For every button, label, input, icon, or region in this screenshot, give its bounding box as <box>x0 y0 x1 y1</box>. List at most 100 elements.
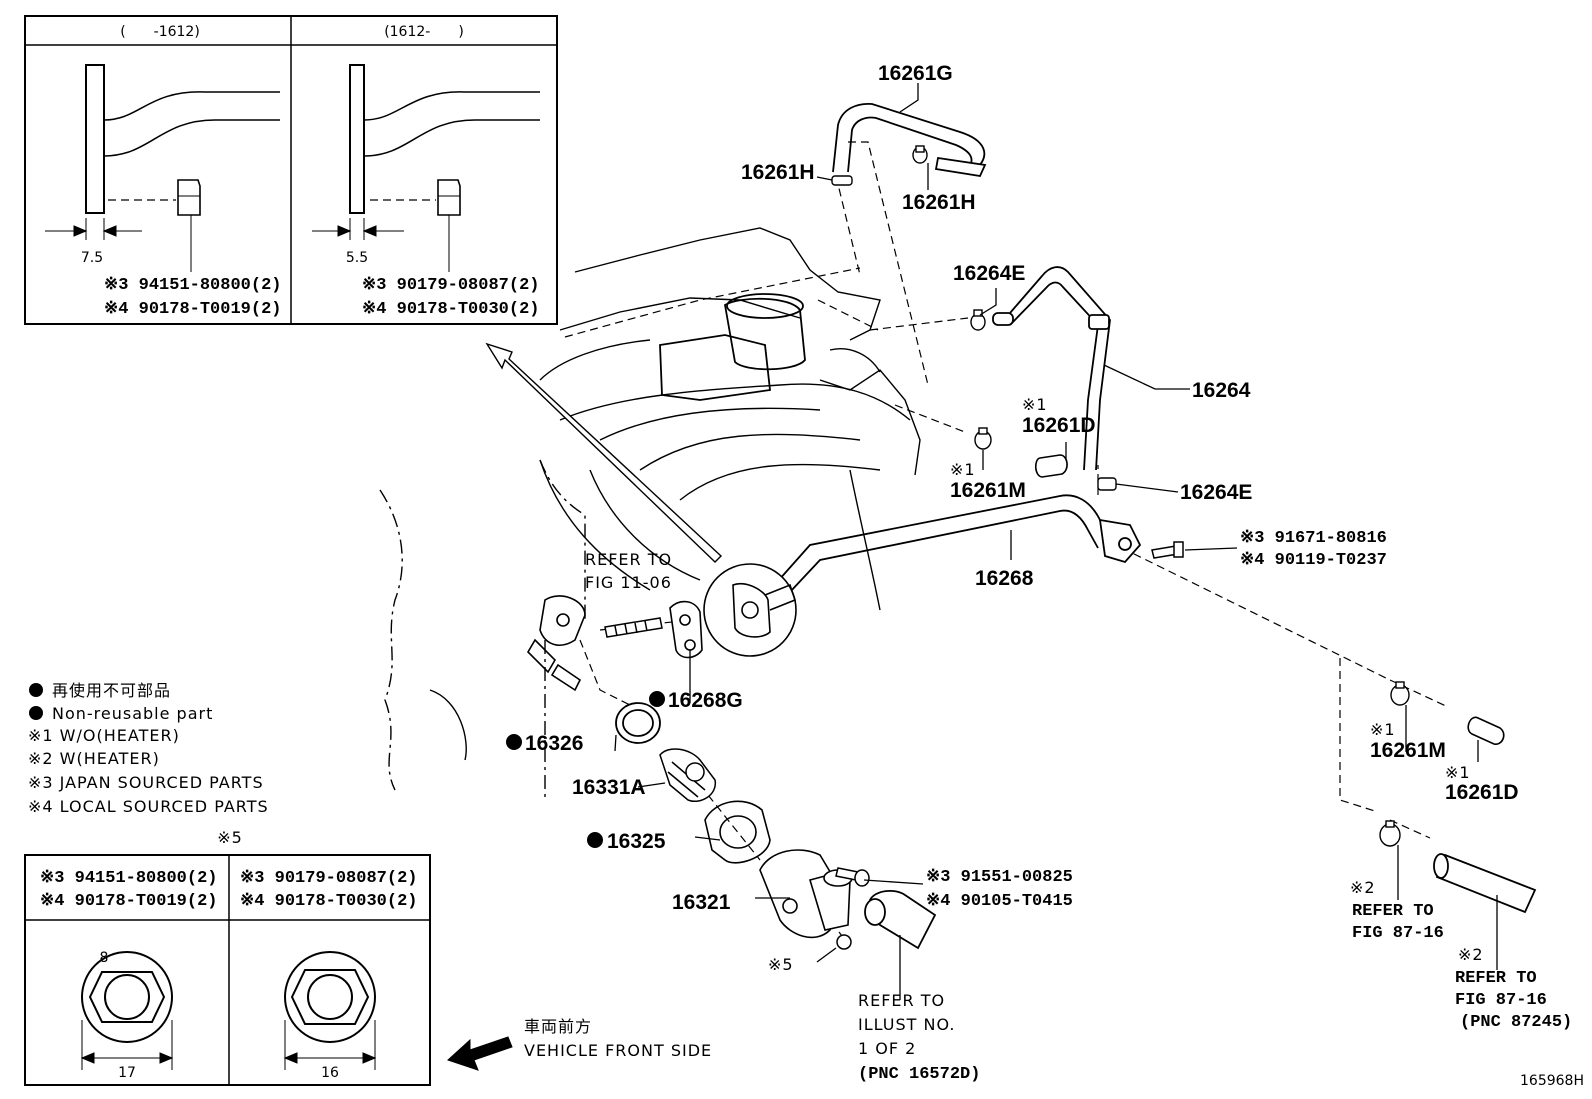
gasket-16268G <box>669 600 703 659</box>
inset-top-right-part-japan: ※3 90179-08087(2) <box>362 276 539 295</box>
label-illust-line4: (PNC 16572D) <box>858 1065 980 1084</box>
inset-bottom-marker: ※5 <box>217 828 243 847</box>
label-16261D-mark: ※1 <box>1022 395 1048 414</box>
legend-note-2: ※2 W(HEATER) <box>28 749 160 768</box>
label-16261M: 16261M <box>950 479 1026 502</box>
label-bolt-japan: ※3 91671-80816 <box>1240 529 1387 548</box>
inset-bottom-right-part-local: ※4 90178-T0030(2) <box>240 892 417 911</box>
legend-nonreusable-en: Non-reusable part <box>52 704 213 723</box>
vehicle-front-en: VEHICLE FRONT SIDE <box>524 1041 712 1060</box>
label-illust-line2: ILLUST NO. <box>858 1015 955 1034</box>
label-mark-5: ※5 <box>768 955 794 974</box>
label-16268G: 16268G <box>668 689 743 712</box>
legend-nonreusable-jp: 再使用不可部品 <box>52 681 171 700</box>
inset-top-left-part-japan: ※3 94151-80800(2) <box>104 276 281 295</box>
label-right-16261D-mark: ※1 <box>1445 763 1471 782</box>
dim-16: 16 <box>321 1065 339 1081</box>
label-right-16261M: 16261M <box>1370 739 1446 762</box>
nonreusable-16268G-icon <box>649 691 665 707</box>
label-16331A: 16331A <box>572 776 646 799</box>
inset-bottom-left-part-local: ※4 90178-T0019(2) <box>40 892 217 911</box>
stud-bolt <box>604 617 663 638</box>
label-refer87b-line1: REFER TO <box>1455 969 1537 988</box>
bullet-icon <box>29 706 43 720</box>
legend-note-1: ※1 W/O(HEATER) <box>28 726 180 745</box>
legend-note-4: ※4 LOCAL SOURCED PARTS <box>28 797 269 816</box>
dim-17: 17 <box>118 1065 136 1081</box>
label-screw-japan: ※3 91551-00825 <box>926 868 1073 887</box>
label-16261M-mark: ※1 <box>950 460 976 479</box>
cap-16261D-lower <box>1467 716 1505 745</box>
label-illust-line3: 1 OF 2 <box>858 1039 916 1058</box>
hose-16264 <box>992 266 1111 471</box>
label-16321: 16321 <box>672 891 731 914</box>
label-16264: 16264 <box>1192 379 1251 402</box>
heater-hose-b <box>1433 853 1537 914</box>
hose-refer-illust <box>864 889 937 950</box>
dim-8: 8 <box>100 950 109 966</box>
inset-bottom-left-part-japan: ※3 94151-80800(2) <box>40 869 217 888</box>
label-16261H-a: 16261H <box>741 161 815 184</box>
leader-lines <box>614 83 1498 1000</box>
inset-top-left-part-local: ※4 90178-T0019(2) <box>104 300 281 319</box>
label-16264E-a: 16264E <box>953 262 1025 285</box>
label-16261D: 16261D <box>1022 414 1096 437</box>
label-illust-line1: REFER TO <box>858 991 945 1010</box>
gasket-16326 <box>615 702 661 744</box>
cap-16261D-upper <box>1034 454 1068 478</box>
label-16261G: 16261G <box>878 62 953 85</box>
clip-16261M-lower <box>1390 681 1410 706</box>
inset-bottom <box>24 854 431 1086</box>
nonreusable-16326-icon <box>506 734 522 750</box>
inset-top-right-part-local: ※4 90178-T0030(2) <box>362 300 539 319</box>
nut-mark-5 <box>836 934 852 950</box>
thermostat-16331A <box>659 748 716 802</box>
label-right-16261D: 16261D <box>1445 781 1519 804</box>
label-16325: 16325 <box>607 830 666 853</box>
clip-16261M-upper <box>974 427 992 450</box>
gasket-left <box>526 595 586 692</box>
diagram-id: 165968H <box>1520 1073 1584 1089</box>
clip-16261H-b <box>912 145 928 164</box>
label-refer87a-mark: ※2 <box>1350 878 1376 897</box>
bullet-icon <box>29 683 43 697</box>
dim-7-5: 7.5 <box>81 250 103 266</box>
label-16264E-b: 16264E <box>1180 481 1252 504</box>
label-refer87a-line2: FIG 87-16 <box>1352 924 1444 943</box>
legend-note-3: ※3 JAPAN SOURCED PARTS <box>28 773 264 792</box>
label-bolt-local: ※4 90119-T0237 <box>1240 551 1387 570</box>
gasket-16325 <box>704 800 771 864</box>
pipe-16268 <box>769 494 1142 593</box>
nonreusable-16325-icon <box>587 832 603 848</box>
label-refer87b-line2: FIG 87-16 <box>1455 991 1547 1010</box>
detail-circle <box>703 563 797 657</box>
label-right-16261M-mark: ※1 <box>1370 720 1396 739</box>
front-arrow-icon <box>447 1036 513 1071</box>
label-refer-fig-11-06-line2: FIG 11-06 <box>585 573 672 592</box>
dim-5-5: 5.5 <box>346 250 368 266</box>
clip-16264E-b <box>1097 477 1117 491</box>
hose-16261G <box>832 103 987 177</box>
inset-top-right-header: (1612- ) <box>384 24 464 40</box>
inset-bottom-right-part-japan: ※3 90179-08087(2) <box>240 869 417 888</box>
label-refer87a-line1: REFER TO <box>1352 902 1434 921</box>
inset-top <box>24 15 558 325</box>
label-16261H-b: 16261H <box>902 191 976 214</box>
label-16326: 16326 <box>525 732 583 755</box>
label-refer87b-mark: ※2 <box>1458 945 1484 964</box>
label-refer-fig-11-06-line1: REFER TO <box>585 550 672 569</box>
water-inlet-16321 <box>759 849 853 939</box>
inset-top-left-header: ( -1612) <box>120 24 200 40</box>
label-screw-local: ※4 90105-T0415 <box>926 892 1073 911</box>
clip-16264E-a <box>970 309 986 331</box>
detail-arrow <box>485 342 723 563</box>
label-16268: 16268 <box>975 567 1034 590</box>
clip-heater-a <box>1379 820 1401 847</box>
label-refer87b-line3: (PNC 87245) <box>1460 1013 1572 1032</box>
vehicle-front-jp: 車両前方 <box>524 1017 592 1036</box>
clip-16261H-a <box>831 175 853 186</box>
engine-intake-manifold <box>379 227 921 800</box>
screw-91551-00825 <box>835 867 870 887</box>
bolt-91671-80816 <box>1151 541 1184 559</box>
